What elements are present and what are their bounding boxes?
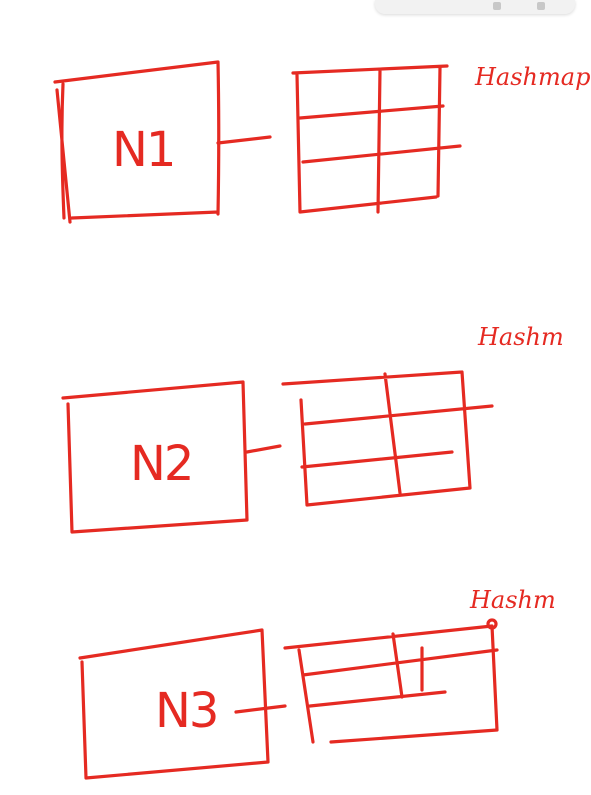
toolbar-icon <box>493 2 501 10</box>
node-1-connector <box>216 135 272 145</box>
node-3-box <box>78 628 270 780</box>
node-3-connector <box>234 704 287 714</box>
node-3-table-corner-dot <box>486 618 498 630</box>
node-1-label: N1 <box>112 122 174 178</box>
node-1-group: N1 Hashmap <box>53 60 590 224</box>
node-3-hashmap-table <box>283 624 499 744</box>
toolbar-icon <box>537 2 545 10</box>
node-3-map-label: Hashm <box>469 586 556 614</box>
whiteboard-toolbar-edge <box>375 0 575 14</box>
node-2-hashmap-table <box>281 370 494 507</box>
node-2-connector <box>245 444 282 454</box>
node-1-box <box>53 60 221 224</box>
node-3-group: N3 Hashm <box>78 586 556 780</box>
node-2-label: N2 <box>130 436 192 492</box>
node-2-map-label: Hashm <box>477 323 564 351</box>
node-1-hashmap-table <box>291 64 462 214</box>
node-2-box <box>61 380 249 534</box>
node-2-group: N2 Hashm <box>61 323 564 534</box>
node-1-map-label: Hashmap <box>474 63 590 91</box>
node-3-label: N3 <box>155 683 217 739</box>
